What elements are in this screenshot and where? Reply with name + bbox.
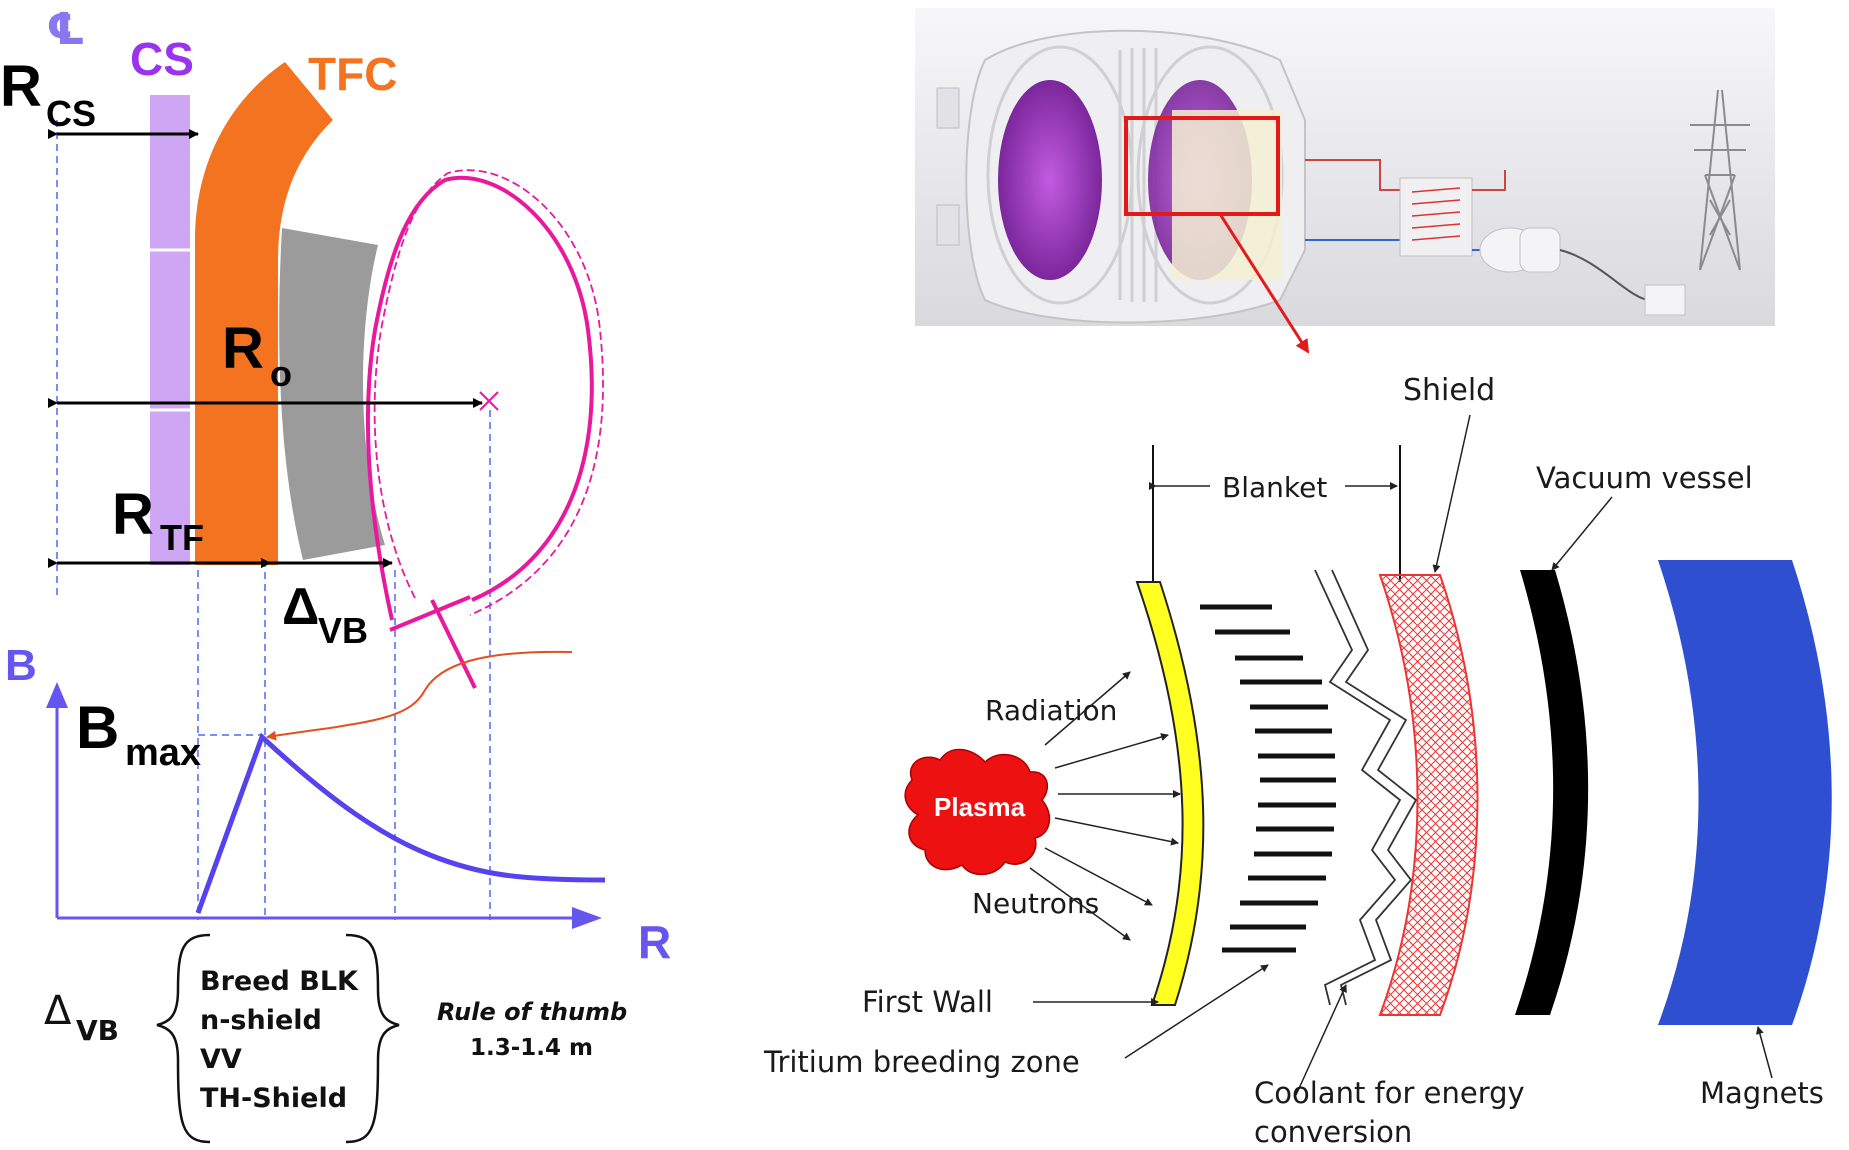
right-brace <box>345 933 400 1144</box>
reactor-illustration <box>915 8 1775 354</box>
magnets-callout <box>1755 1026 1773 1079</box>
dashed-guides <box>56 120 491 920</box>
coolant-callout <box>1295 984 1347 1096</box>
r-cs-label-main: R <box>0 54 42 119</box>
vacuum-vessel-label: Vacuum vessel <box>1536 461 1753 495</box>
vb-item-breed-blk: Breed BLK <box>200 966 359 997</box>
blanket-cross-section: Blanket <box>763 373 1832 1149</box>
coolant-label-line1: Coolant for energy <box>1254 1076 1525 1110</box>
rule-of-thumb-label: Rule of thumb <box>437 998 627 1026</box>
radial-build-diagram: ℄ CS TFC R CS R o R TF Δ VB B B max R Δ … <box>0 4 671 1144</box>
rule-of-thumb-value: 1.3-1.4 m <box>470 1035 593 1061</box>
delta-vb-bottom-main: Δ <box>44 988 72 1034</box>
tfc-label: TFC <box>308 48 397 100</box>
centerline-symbol: ℄ <box>46 4 85 55</box>
r-axis-label: R <box>638 916 671 968</box>
heat-exchanger <box>1399 177 1473 257</box>
first-wall <box>1135 581 1205 1006</box>
delta-vb-label-sub: VB <box>318 610 368 651</box>
plasma-boundary <box>365 175 594 621</box>
plasma-window-left <box>998 80 1102 280</box>
bmax-label-sub: max <box>125 732 201 774</box>
r-o-label-sub: o <box>270 353 292 394</box>
vb-item-n-shield: n-shield <box>200 1005 322 1036</box>
first-wall-label: First Wall <box>862 985 993 1019</box>
vacuum-vessel-layer <box>1515 570 1589 1015</box>
highlight-box <box>1124 116 1280 216</box>
cs-column <box>150 95 190 565</box>
magnetic-axis-marker <box>479 391 499 411</box>
bmax-pointer <box>266 650 573 741</box>
r-tf-label-sub: TF <box>160 517 204 558</box>
plasma-blob <box>904 748 1051 876</box>
b-profile-curve <box>195 732 606 914</box>
delta-vb-bottom-sub: VB <box>76 1014 119 1047</box>
breeding-zone-bars <box>1200 604 1336 953</box>
plasma-label: Plasma <box>934 792 1026 822</box>
zoom-arrow <box>1218 213 1310 354</box>
shield-callout <box>1432 414 1471 573</box>
r-tf-label-main: R <box>112 482 154 547</box>
coolant-channel-right <box>1331 569 1418 1006</box>
cs-label: CS <box>130 33 194 85</box>
power-pylon <box>1690 89 1750 271</box>
coolant-channel-left <box>1314 569 1402 1006</box>
blanket-label: Blanket <box>1222 471 1327 504</box>
plasma-boundary-dashed <box>373 169 604 616</box>
particle-arrows <box>1029 671 1181 941</box>
r-cs-label-sub: CS <box>46 93 96 134</box>
tritium-callout <box>1124 964 1269 1059</box>
vv-callout <box>1551 496 1613 571</box>
left-brace <box>156 933 211 1144</box>
coolant-label-line2: conversion <box>1254 1115 1412 1149</box>
tritium-breeding-label: Tritium breeding zone <box>763 1045 1080 1079</box>
delta-vb-label-main: Δ <box>282 578 319 636</box>
radiation-label: Radiation <box>985 694 1117 727</box>
shield-layer <box>1378 574 1479 1016</box>
vb-item-vv: VV <box>200 1044 242 1075</box>
shield-label: Shield <box>1403 373 1495 408</box>
tf-coil <box>195 62 333 565</box>
r-o-label-main: R <box>222 316 264 381</box>
bmax-label-main: B <box>76 694 119 761</box>
shield-block <box>279 228 385 560</box>
magnets-label: Magnets <box>1700 1076 1824 1110</box>
vb-item-th-shield: TH-Shield <box>200 1083 347 1114</box>
b-axis-label: B <box>5 641 37 690</box>
magnets-layer <box>1658 560 1832 1025</box>
neutrons-label: Neutrons <box>972 887 1099 920</box>
